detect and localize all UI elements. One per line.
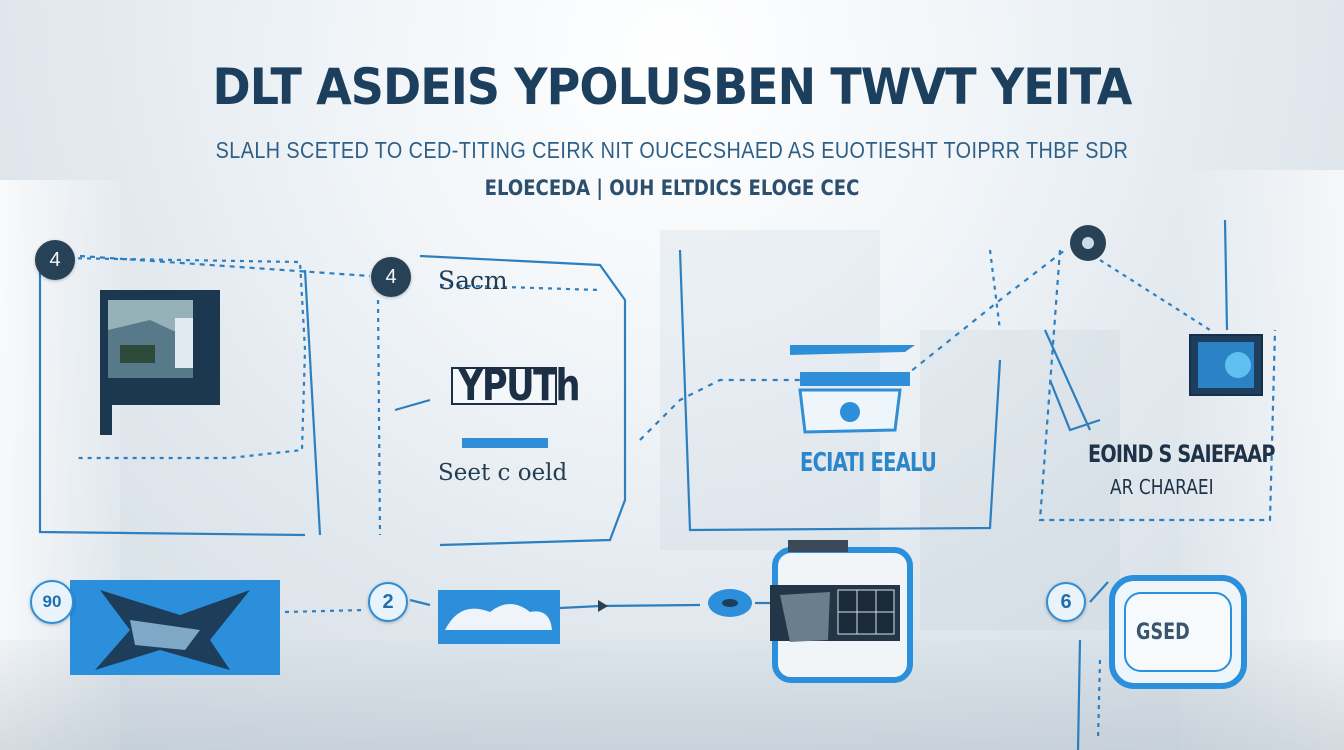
step-badge-top-mid: 4 bbox=[371, 257, 411, 297]
step-label-right-line1: EOIND S SAIEFAAP bbox=[1088, 440, 1275, 468]
layers-icon bbox=[790, 345, 915, 434]
tablet-icon bbox=[708, 540, 913, 683]
step-label-center: YPUTh bbox=[458, 360, 581, 411]
link-device-icon bbox=[1109, 575, 1247, 689]
page-title: DLT ASDEIS YPOLUSBEN TWVT YEITA bbox=[212, 58, 1132, 116]
step-badge-bottom-left: 90 bbox=[30, 580, 74, 624]
step-badge-bottom-mid: 2 bbox=[368, 582, 408, 622]
speaker-icon bbox=[1070, 225, 1263, 396]
step-badge-bottom-right: 6 bbox=[1046, 582, 1086, 622]
step-label-center-right: ECIATI EEALU bbox=[800, 448, 937, 478]
label-box bbox=[451, 367, 557, 405]
device-label: GSED bbox=[1136, 620, 1190, 645]
monitor-icon bbox=[100, 290, 220, 435]
step-label-top: Sacm bbox=[438, 266, 508, 295]
arrow-icon bbox=[598, 600, 608, 612]
step-label-right-line2: AR CHARAEI bbox=[1110, 475, 1214, 499]
blue-bar bbox=[462, 438, 548, 448]
subtitle-secondary: ELOECEDA | OUH ELTDICS ELOGE CEC bbox=[484, 176, 860, 200]
cloud-image-icon bbox=[438, 590, 560, 644]
step-label-bottom: Seet c oeld bbox=[438, 460, 568, 486]
subtitle: SLALH SCETED TO CED-TITING CEIRK NIT OUC… bbox=[215, 137, 1129, 163]
step-badge-top-left: 4 bbox=[35, 240, 75, 280]
router-icon bbox=[70, 580, 280, 675]
